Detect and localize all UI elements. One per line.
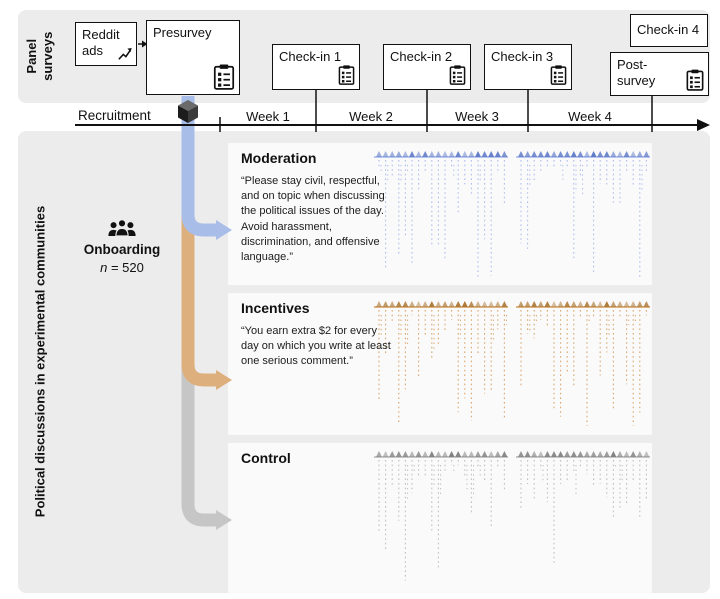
checkin-2-box: Check-in 2 <box>383 44 471 90</box>
onboarding-title: Onboarding <box>83 242 161 257</box>
community-cube-icon <box>178 100 198 123</box>
recruitment-label: Recruitment <box>78 108 151 123</box>
survey-clipboard-icon <box>550 65 567 85</box>
survey-clipboard-icon <box>686 69 704 91</box>
survey-clipboard-icon <box>338 65 355 85</box>
participants-icon <box>107 218 137 237</box>
onboarding-n: n = 520 <box>100 260 144 275</box>
checkin-2-label: Check-in 2 <box>390 49 453 64</box>
condition-card-moderation: Moderation “Please stay civil, respectfu… <box>228 143 652 285</box>
survey-clipboard-icon <box>213 64 235 90</box>
checkin-3-box: Check-in 3 <box>484 44 572 90</box>
condition-title-control: Control <box>241 450 291 466</box>
condition-title-moderation: Moderation <box>241 150 317 166</box>
postsurvey-label: Post-survey <box>617 57 656 89</box>
checkin-4-box: Check-in 4 <box>630 14 708 47</box>
ad-trend-icon <box>118 47 132 61</box>
checkin-1-label: Check-in 1 <box>279 49 342 64</box>
discussion-threads-moderation <box>374 151 650 277</box>
panel-surveys-label: Panel surveys <box>23 31 55 81</box>
checkin-4-label: Check-in 4 <box>637 22 700 37</box>
week-4-label: Week 4 <box>568 109 612 124</box>
week-1-label: Week 1 <box>246 109 290 124</box>
experiment-side-label: Political discussions in experimental co… <box>32 205 48 518</box>
week-2-label: Week 2 <box>349 109 393 124</box>
reddit-ads-box: Reddit ads <box>75 22 137 66</box>
week-3-label: Week 3 <box>455 109 499 124</box>
reddit-ads-label: Reddit ads <box>82 27 120 59</box>
condition-card-incentives: Incentives “You earn extra $2 for every … <box>228 293 652 435</box>
condition-quote-moderation: “Please stay civil, respectful, and on t… <box>241 175 385 263</box>
postsurvey-box: Post-survey <box>610 52 709 96</box>
discussion-threads-control <box>374 451 650 581</box>
discussion-threads-incentives <box>374 301 650 426</box>
checkin-1-box: Check-in 1 <box>272 44 360 90</box>
condition-card-control: Control <box>228 443 652 593</box>
condition-quote-incentives: “You earn extra $2 for every day on whic… <box>241 325 391 368</box>
presurvey-label: Presurvey <box>153 25 212 40</box>
timeline-arrowhead <box>697 119 710 131</box>
checkin-3-label: Check-in 3 <box>491 49 554 64</box>
survey-clipboard-icon <box>449 65 466 85</box>
presurvey-box: Presurvey <box>146 20 240 95</box>
condition-title-incentives: Incentives <box>241 300 310 316</box>
